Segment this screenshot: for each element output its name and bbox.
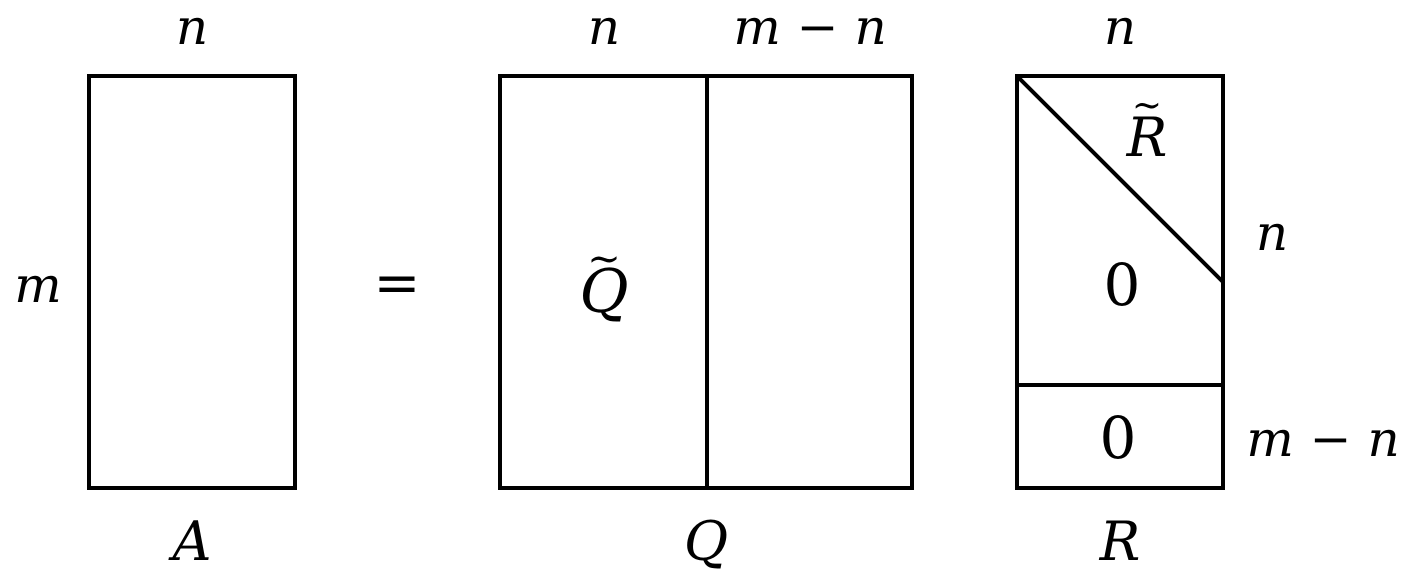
q-tilde-letter: Q — [579, 257, 628, 327]
r-upper-zero: 0 — [1104, 251, 1141, 319]
matrix-q-right-col-label: m − n — [733, 0, 886, 56]
matrix-a-row-label: m — [14, 256, 61, 314]
q-tilde-accent: ~ — [587, 236, 621, 282]
matrix-r-col-label: n — [1104, 0, 1136, 56]
r-tilde-accent: ~ — [1132, 85, 1162, 126]
matrix-a-name: A — [168, 510, 212, 573]
matrix-a: n m A — [14, 0, 297, 573]
matrix-r-lower-row-label: m − n — [1246, 410, 1399, 468]
matrix-a-box — [87, 74, 297, 490]
matrix-r-name: R — [1099, 510, 1141, 573]
matrix-q-name: Q — [684, 510, 728, 573]
matrix-r: n ~ R 0 0 n m − n R — [1015, 0, 1400, 573]
q-tilde-block-label: ~ Q — [579, 236, 628, 327]
matrix-r-diagonal — [1015, 74, 1225, 284]
matrix-a-col-label: n — [176, 0, 208, 56]
matrix-r-upper-row-label: n — [1256, 204, 1288, 262]
matrix-q-left-col-label: n — [588, 0, 620, 56]
r-tilde-letter: R — [1126, 106, 1168, 169]
matrix-q: n m − n ~ Q Q — [498, 0, 914, 573]
r-lower-zero: 0 — [1100, 404, 1137, 472]
r-tilde-block-label: ~ R — [1126, 85, 1168, 169]
equals-sign: = — [374, 251, 421, 316]
